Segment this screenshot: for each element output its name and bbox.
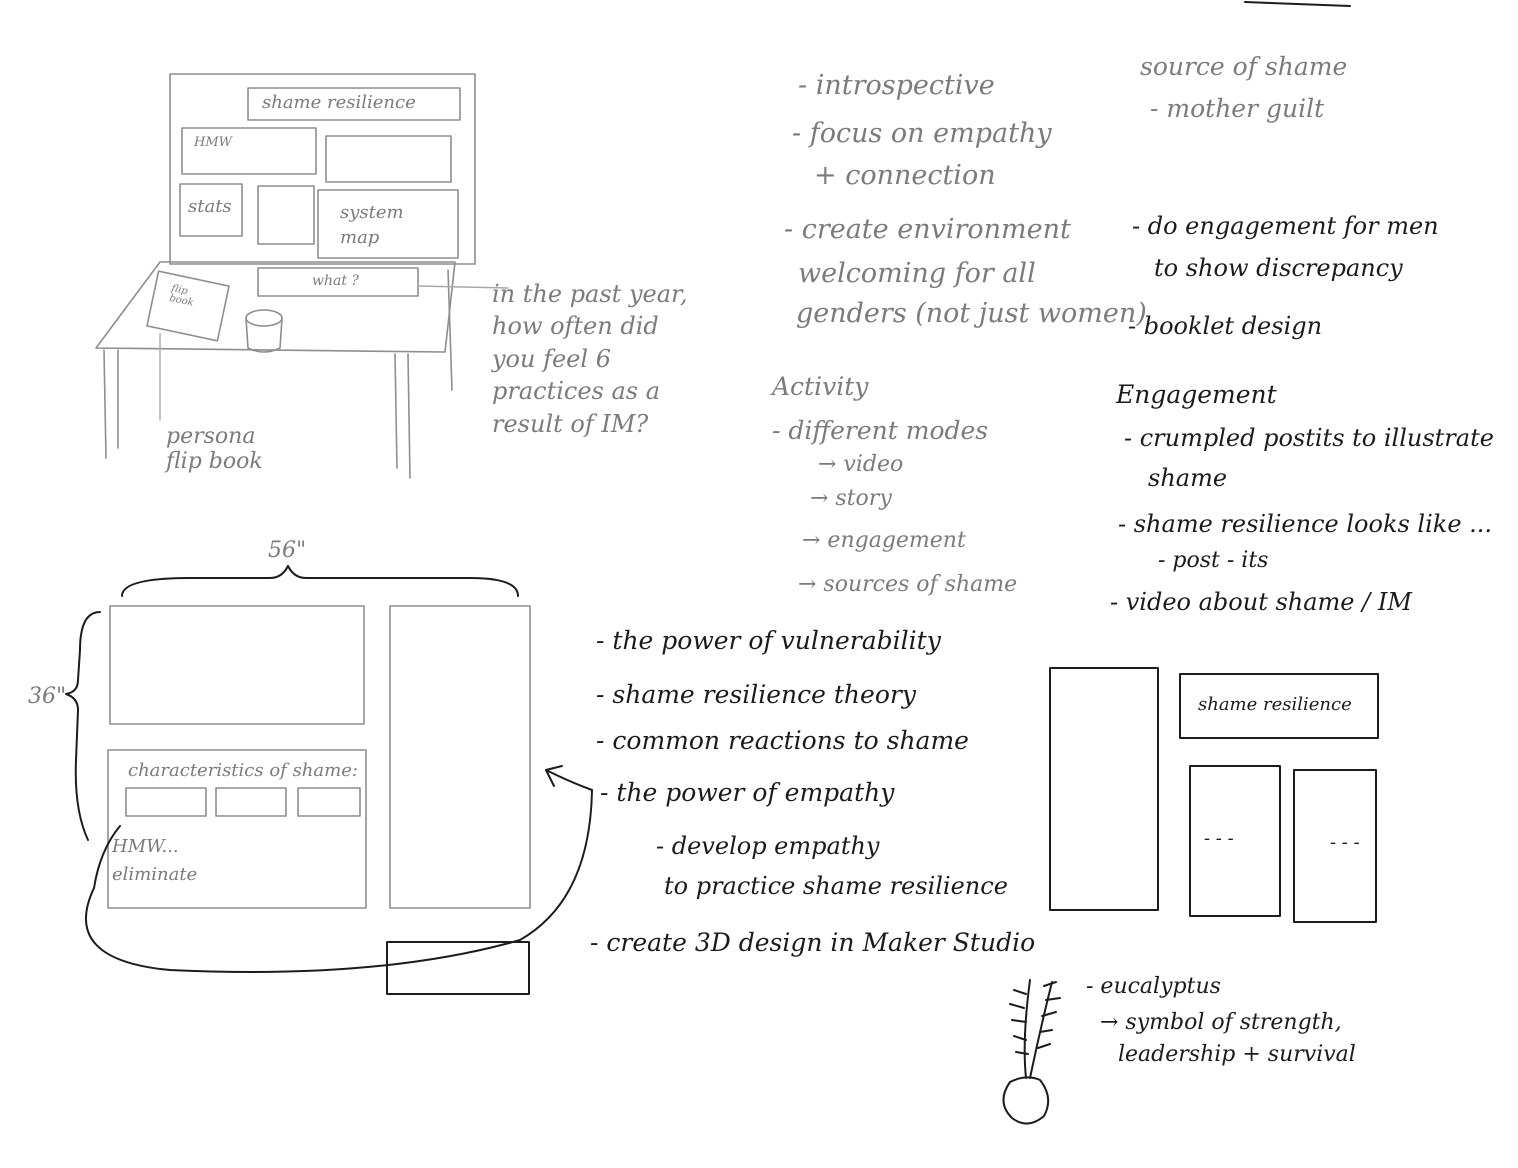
eucalyptus-plant	[1002, 979, 1061, 1125]
engagement-item: shame	[1148, 464, 1228, 492]
width-label: 56"	[268, 538, 307, 563]
plant-vase	[1002, 1076, 1050, 1125]
plant-note: - eucalyptus	[1086, 974, 1221, 999]
cup-body	[245, 317, 283, 353]
engagement-item: - crumpled postits to illustrate	[1124, 424, 1494, 452]
plant-note: → symbol of strength,	[1100, 1010, 1342, 1035]
characteristics-label: characteristics of shame:	[128, 760, 358, 781]
desk-leg	[103, 349, 107, 459]
card-divider: - - -	[1204, 828, 1234, 849]
booklet-note: - booklet design	[1128, 312, 1323, 340]
small-sign-label: what ?	[312, 273, 359, 289]
topic-item: - common reactions to shame	[596, 726, 969, 755]
engagement-item: - post - its	[1158, 548, 1269, 573]
topic-item: to practice shame resilience	[664, 872, 1008, 900]
height-label: 36"	[28, 684, 67, 709]
hmw-panel	[181, 127, 317, 175]
system-map-panel	[317, 189, 459, 259]
engagement-heading: Engagement	[1116, 380, 1277, 409]
plant-note: leadership + survival	[1118, 1042, 1356, 1067]
hmw-label: HMW	[194, 135, 233, 150]
note-environment: - create environment	[784, 214, 1071, 245]
wall-plan	[65, 565, 593, 995]
board-title: shame resilience	[262, 92, 416, 113]
top-edge-stroke	[1244, 1, 1351, 7]
topic-item: - the power of vulnerability	[596, 626, 941, 655]
engagement-item: - shame resilience looks like ...	[1118, 510, 1493, 538]
note-genders: genders (not just women)	[796, 298, 1147, 329]
topic-item: - shame resilience theory	[596, 680, 916, 709]
desk-top	[95, 261, 456, 353]
note-connection: + connection	[814, 160, 996, 191]
top-left-panel	[109, 605, 365, 725]
right-panel-title: shame resilience	[1198, 694, 1352, 715]
title-panel	[1179, 673, 1379, 739]
plant-stem	[1029, 981, 1053, 1079]
right-panel	[389, 605, 531, 909]
activity-heading: Activity	[772, 372, 869, 401]
activity-item: → story	[810, 486, 892, 511]
right-panel-diagram	[1049, 667, 1379, 923]
arrow-head	[545, 765, 593, 791]
small-sign	[257, 267, 419, 297]
source-item: - mother guilt	[1150, 94, 1325, 123]
source-heading: source of shame	[1140, 52, 1348, 81]
activity-item: → sources of shame	[798, 572, 1018, 597]
curved-arrow	[84, 789, 593, 973]
tall-panel	[1049, 667, 1159, 911]
note-introspective: - introspective	[798, 70, 995, 101]
question-connector	[417, 285, 509, 289]
board-title-box	[247, 87, 461, 121]
activity-subheading: - different modes	[772, 416, 989, 445]
desk-leg	[407, 353, 411, 479]
men-engagement-cont: to show discrepancy	[1154, 254, 1403, 282]
desk-sketch	[95, 73, 509, 479]
topic-item: - create 3D design in Maker Studio	[590, 928, 1036, 957]
base-block	[386, 941, 530, 995]
bottom-left-panel	[107, 749, 367, 909]
plant-leaves	[1009, 989, 1029, 1055]
cup-top	[245, 309, 283, 327]
desk-leg	[447, 269, 453, 391]
desk-leg	[394, 353, 398, 469]
desk-display-board	[169, 73, 476, 265]
eliminate-label: eliminate	[112, 864, 198, 885]
height-brace	[65, 611, 101, 841]
activity-item: → engagement	[802, 528, 966, 553]
engagement-item: - video about shame / IM	[1110, 588, 1412, 616]
stats-label: stats	[188, 196, 232, 217]
characteristic-card	[125, 787, 207, 817]
flipbook-shape	[146, 270, 230, 342]
activity-item: → video	[818, 452, 904, 477]
blank-panel	[325, 135, 452, 183]
small-panel	[257, 185, 315, 245]
survey-question: in the past year, how often did you feel…	[492, 280, 688, 438]
characteristic-card	[215, 787, 287, 817]
right-card	[1293, 769, 1377, 923]
note-empathy: - focus on empathy	[792, 118, 1052, 149]
hmw-wall-label: HMW...	[112, 836, 179, 857]
system-map-label: system map	[340, 202, 404, 249]
flipbook-label: persona flip book	[166, 424, 263, 475]
left-card	[1189, 765, 1281, 917]
topic-item: - the power of empathy	[600, 778, 895, 807]
plant-stem	[1023, 979, 1031, 1079]
card-divider: - - -	[1330, 832, 1360, 853]
stats-panel	[179, 183, 243, 237]
characteristic-card	[297, 787, 361, 817]
width-brace	[121, 565, 519, 597]
note-welcoming: welcoming for all	[798, 258, 1036, 289]
topic-item: - develop empathy	[656, 832, 880, 860]
plant-leaves	[1037, 981, 1061, 1049]
men-engagement: - do engagement for men	[1132, 212, 1439, 240]
